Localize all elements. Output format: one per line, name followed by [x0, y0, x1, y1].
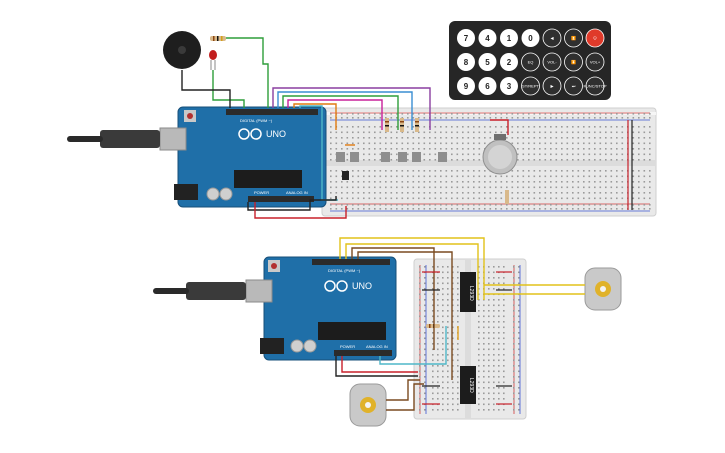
header-digital-top: DIGITAL (PWM ~)	[240, 118, 273, 123]
remote-key[interactable]	[500, 77, 518, 95]
gas-sensor	[482, 134, 518, 175]
remote-key[interactable]	[521, 52, 540, 72]
top-breadboard-holes	[330, 113, 651, 210]
remote-key[interactable]	[564, 28, 583, 48]
remote-key[interactable]	[542, 76, 562, 96]
remote-key-label: 7	[464, 34, 469, 43]
atmega-chip-bottom	[318, 322, 386, 340]
remote-key-label: ⏻	[593, 36, 597, 41]
remote-key[interactable]	[521, 29, 540, 47]
chip-label-lower: L293D	[468, 378, 474, 393]
power-jack-bottom	[260, 338, 284, 354]
remote-key-label: 3	[507, 82, 512, 91]
dc-motor-right	[584, 267, 622, 311]
remote-key-label: FUNC/STOP	[583, 84, 606, 89]
remote-key-label: ST/REPT	[522, 84, 539, 89]
pushbutton-row	[336, 152, 447, 162]
remote-key[interactable]	[500, 29, 518, 47]
bottom-breadboard	[413, 258, 527, 420]
header-power-bottom: POWER	[340, 344, 355, 349]
remote-key-label: 1	[507, 34, 512, 43]
remote-key-label: 0	[528, 34, 533, 43]
remote-key-label: EQ	[528, 60, 534, 65]
remote-key-label: ⏬	[571, 60, 576, 65]
motor-driver-upper: L293D	[460, 272, 476, 312]
remote-key-label: ⏭	[572, 84, 576, 89]
power-jack-top	[174, 184, 198, 200]
resistor-group-top	[385, 118, 509, 204]
resistor-top-left	[210, 36, 226, 41]
remote-key-label: 5	[485, 58, 490, 67]
usb-port-bottom	[245, 279, 273, 303]
remote-key-label: 8	[464, 58, 469, 67]
board-brand-top: UNO	[266, 129, 286, 139]
arduino-uno-bottom: UNO DIGITAL (PWM ~) POWER ANALOG IN	[153, 256, 397, 361]
remote-key[interactable]	[585, 52, 605, 72]
remote-key[interactable]	[457, 29, 475, 47]
chip-label-upper: L293D	[468, 286, 474, 301]
remote-key[interactable]	[585, 28, 605, 48]
motor-driver-lower: L293D	[460, 366, 476, 404]
remote-key-label: ◀	[550, 36, 554, 41]
ir-receiver	[342, 171, 349, 180]
remote-key[interactable]	[521, 76, 540, 96]
remote-key[interactable]	[500, 53, 518, 71]
remote-key[interactable]	[478, 77, 497, 95]
remote-key[interactable]	[542, 52, 562, 72]
remote-key[interactable]	[478, 29, 497, 47]
piezo-buzzer	[163, 31, 201, 69]
remote-key[interactable]	[564, 52, 583, 72]
header-analog-top: ANALOG IN	[286, 190, 308, 195]
remote-key[interactable]	[585, 76, 605, 96]
usb-port-top	[159, 127, 187, 151]
header-power-top: POWER	[254, 190, 269, 195]
remote-key-label: 2	[507, 58, 512, 67]
remote-key[interactable]	[542, 28, 562, 48]
remote-key-label: 6	[485, 82, 490, 91]
arduino-logo-bottom	[324, 280, 348, 292]
ir-remote: 7 4 1 0 ◀ ⏫ ⏻ 8 5 2 EQ VOL- ⏬ VOL+ 9 6 3 ST/REPT ▶ ⏭ FUNC/ST…	[449, 21, 611, 100]
dc-motor-bottom	[349, 383, 387, 427]
header-digital-bottom: DIGITAL (PWM ~)	[328, 268, 361, 273]
remote-key[interactable]	[457, 53, 475, 71]
arduino-logo-top	[238, 128, 262, 140]
remote-key-label: VOL+	[590, 60, 601, 65]
arduino-uno-top: UNO DIGITAL (PWM ~) POWER ANALOG IN	[67, 106, 327, 208]
board-brand-bottom: UNO	[352, 281, 372, 291]
remote-key-label: 9	[464, 82, 469, 91]
remote-key-label: VOL-	[547, 60, 557, 65]
remote-keypad: 7 4 1 0 ◀ ⏫ ⏻ 8 5 2 EQ VOL- ⏬ VOL+ 9 6 3 ST/REPT ▶ ⏭ FUNC/ST…	[457, 28, 607, 96]
remote-key[interactable]	[564, 76, 583, 96]
remote-key-label: ▶	[550, 84, 554, 89]
resistor-bottom	[426, 324, 440, 328]
remote-key-label: ⏫	[571, 36, 576, 41]
remote-key-label: 4	[485, 34, 490, 43]
remote-key[interactable]	[478, 53, 497, 71]
atmega-chip-top	[234, 170, 302, 188]
bottom-wires	[335, 237, 585, 411]
bottom-rail-jumpers	[422, 271, 512, 405]
top-wires	[181, 37, 633, 219]
remote-key[interactable]	[457, 77, 475, 95]
usb-cable-top	[100, 130, 160, 148]
usb-cable-bottom	[186, 282, 246, 300]
led-red	[209, 50, 217, 70]
header-analog-bottom: ANALOG IN	[366, 344, 388, 349]
